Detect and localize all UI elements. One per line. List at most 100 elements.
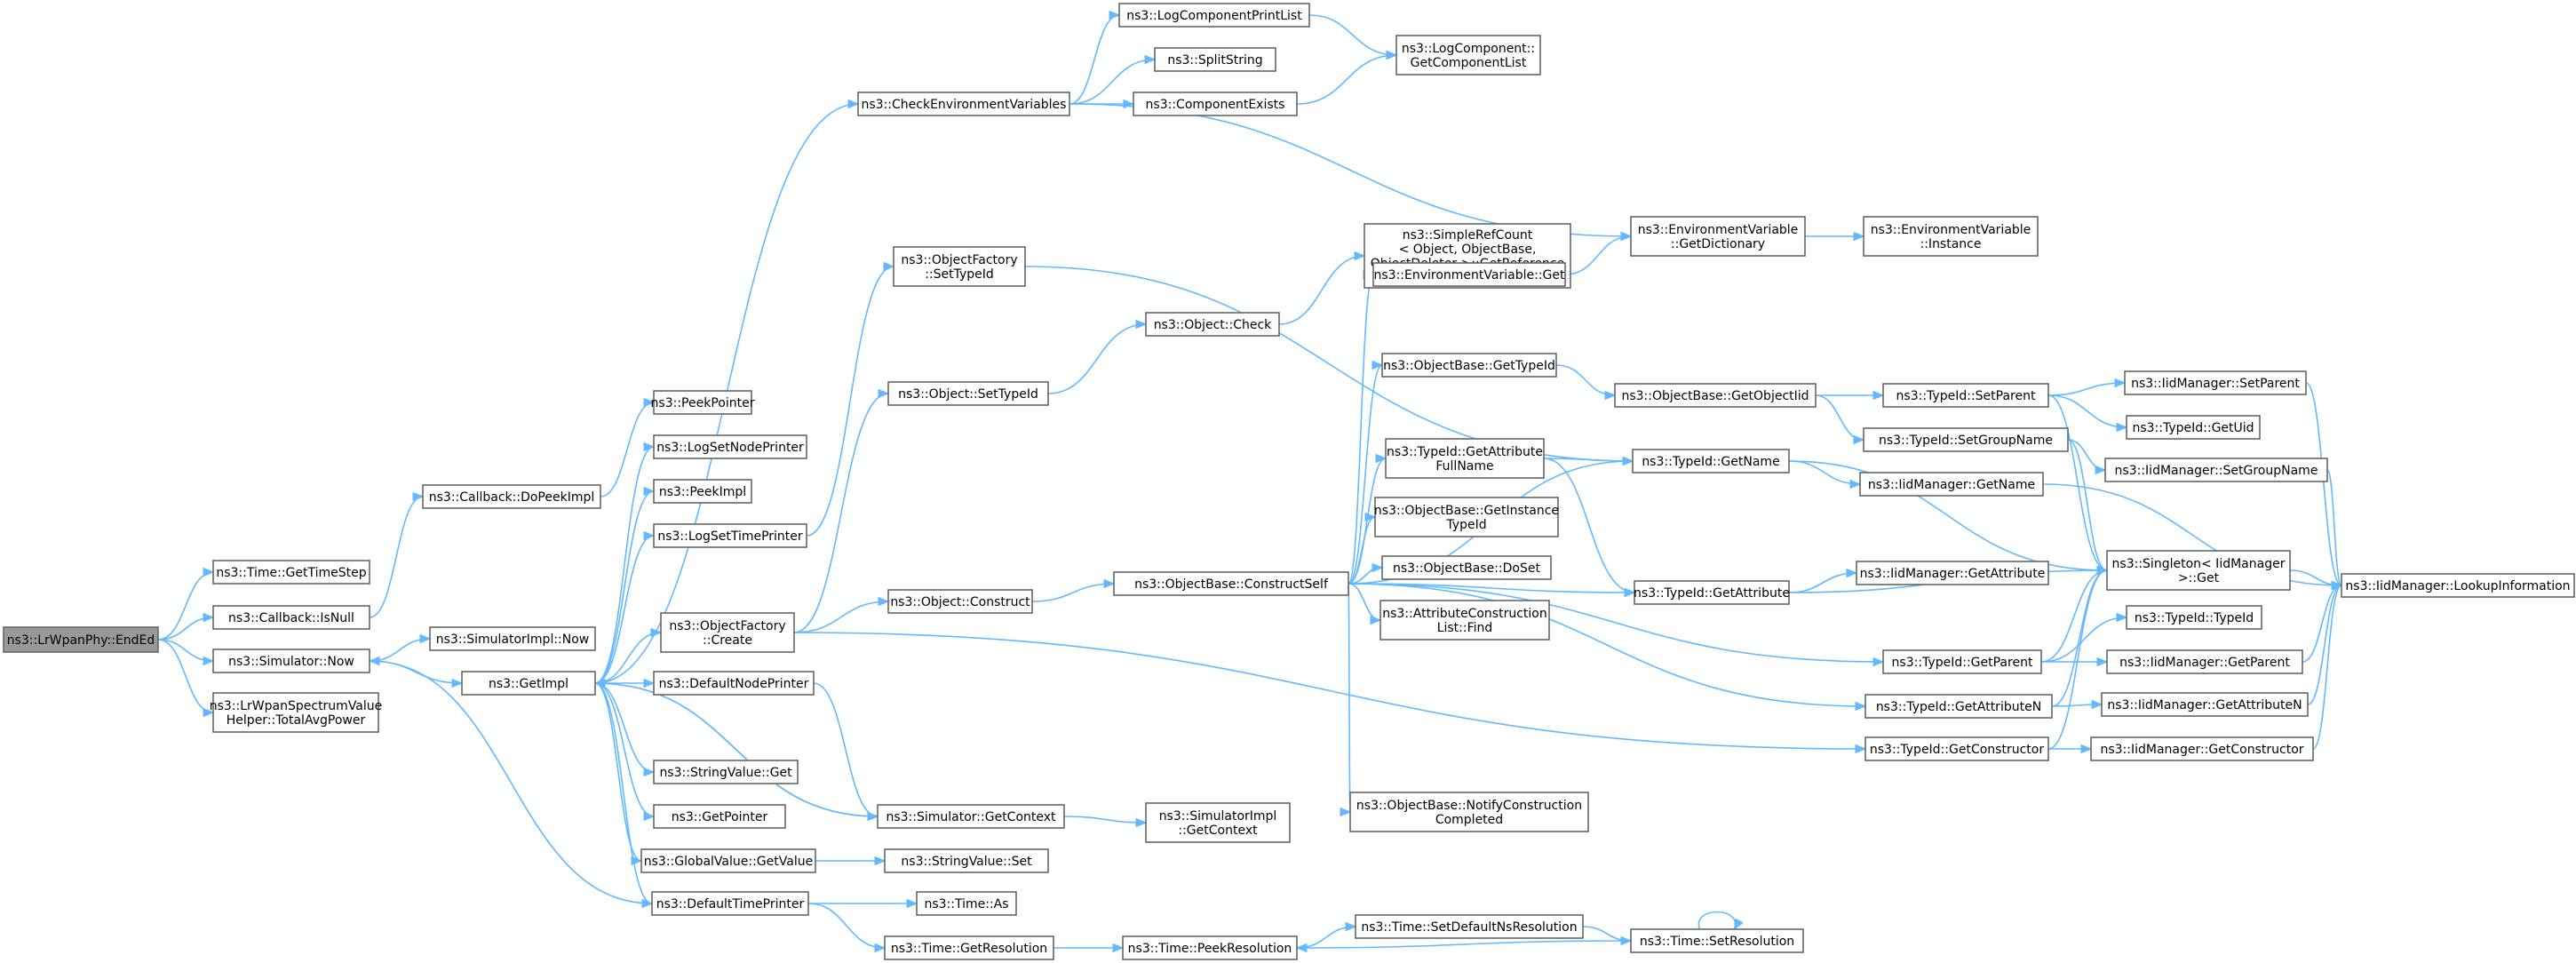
node-objectbase_doset[interactable]: ns3::ObjectBase::DoSet bbox=[1381, 555, 1552, 580]
node-time_getresolution[interactable]: ns3::Time::GetResolution bbox=[884, 935, 1054, 960]
node-root[interactable]: ns3::LrWpanPhy::EndEd bbox=[3, 626, 159, 653]
node-box bbox=[887, 589, 1033, 614]
node-logcomponent_getcomponentlist[interactable]: ns3::LogComponent::GetComponentList bbox=[1395, 35, 1541, 76]
node-label: ns3::TypeId::GetParent bbox=[1892, 656, 2033, 670]
edge-time_setresolution-to-time_setresolution bbox=[1697, 911, 1744, 931]
node-totalavgpower[interactable]: ns3::LrWpanSpectrumValueHelper::TotalAvg… bbox=[210, 692, 383, 733]
node-objectbase_constructself[interactable]: ns3::ObjectBase::ConstructSelf bbox=[1113, 571, 1349, 596]
node-logsetnodeprinter[interactable]: ns3::LogSetNodePrinter bbox=[653, 434, 807, 459]
node-label: ns3::Time::GetTimeStep bbox=[216, 566, 366, 580]
node-iidmanager_setgroupname[interactable]: ns3::IidManager::SetGroupName bbox=[2104, 458, 2328, 482]
edge-object_construct-to-objectbase_constructself bbox=[1031, 578, 1116, 602]
node-defaultnodeprinter[interactable]: ns3::DefaultNodePrinter bbox=[653, 671, 815, 696]
node-splitstring[interactable]: ns3::SplitString bbox=[1154, 47, 1276, 72]
node-label: ns3::SimulatorImpl::Now bbox=[436, 633, 590, 647]
node-logsettimeprinter[interactable]: ns3::LogSetTimePrinter bbox=[653, 523, 807, 548]
node-typeid_getparent[interactable]: ns3::TypeId::GetParent bbox=[1882, 649, 2042, 674]
edge-globalvalue_getvalue-to-stringvalue_set bbox=[815, 856, 886, 866]
node-defaulttimeprinter[interactable]: ns3::DefaultTimePrinter bbox=[651, 891, 809, 916]
node-singleton_get[interactable]: ns3::Singleton< IidManager>::Get bbox=[2106, 550, 2291, 591]
node-iidmanager_setparent[interactable]: ns3::IidManager::SetParent bbox=[2124, 370, 2307, 395]
node-stringvalue_set[interactable]: ns3::StringValue::Set bbox=[884, 848, 1049, 873]
node-label: ns3::Time::As bbox=[924, 897, 1008, 911]
node-label: ns3::TypeId::GetAttributeN bbox=[1876, 700, 2041, 714]
edge-objectbase_constructself-to-objectbase_gettypeid bbox=[1348, 360, 1384, 585]
node-label: GetComponentList bbox=[1411, 56, 1527, 70]
node-getpointer[interactable]: ns3::GetPointer bbox=[653, 804, 786, 829]
node-box bbox=[1614, 383, 1817, 408]
node-logcomponentprintlist[interactable]: ns3::LogComponentPrintList bbox=[1118, 3, 1310, 28]
node-box bbox=[212, 605, 370, 630]
node-box bbox=[887, 381, 1049, 406]
node-simulator_getcontext[interactable]: ns3::Simulator::GetContext bbox=[877, 804, 1065, 829]
node-box bbox=[1632, 449, 1790, 474]
edge-typeid_getattributefullname-to-typeid_getname bbox=[1543, 456, 1634, 466]
edge-envvar_getdictionary-to-envvar_instance bbox=[1805, 231, 1865, 242]
edge-root-to-callback_isnull bbox=[157, 612, 215, 641]
node-globalvalue_getvalue[interactable]: ns3::GlobalValue::GetValue bbox=[640, 848, 816, 873]
node-componentexists[interactable]: ns3::ComponentExists bbox=[1133, 92, 1298, 116]
node-box bbox=[1634, 580, 1790, 605]
node-object_check[interactable]: ns3::Object::Check bbox=[1145, 312, 1280, 337]
edge-typeid_getconstructor-to-iidmanager_getconstructor bbox=[2048, 744, 2093, 754]
node-stringvalue_get[interactable]: ns3::StringValue::Get bbox=[653, 760, 799, 784]
edge-root-to-time_gettimestep bbox=[157, 567, 215, 641]
edge-envvar_get-to-envvar_getdictionary bbox=[1564, 231, 1633, 275]
node-getimpl[interactable]: ns3::GetImpl bbox=[461, 671, 596, 696]
node-envvar_instance[interactable]: ns3::EnvironmentVariable::Instance bbox=[1863, 216, 2039, 257]
node-envvar_getdictionary[interactable]: ns3::EnvironmentVariable::GetDictionary bbox=[1630, 216, 1806, 257]
node-iidmanager_getname[interactable]: ns3::IidManager::GetName bbox=[1859, 472, 2044, 497]
node-box bbox=[1381, 555, 1552, 580]
node-label: ns3::Time::SetResolution bbox=[1640, 935, 1794, 949]
node-iidmanager_getconstructor[interactable]: ns3::IidManager::GetConstructor bbox=[2090, 736, 2314, 761]
node-time_setdefaultnsresolution[interactable]: ns3::Time::SetDefaultNsResolution bbox=[1355, 914, 1584, 939]
node-label: ns3::IidManager::LookupInformation bbox=[2345, 579, 2570, 593]
node-typeid_setgroupname[interactable]: ns3::TypeId::SetGroupName bbox=[1863, 427, 2069, 452]
node-label: ns3::TypeId::GetAttribute bbox=[1387, 445, 1543, 459]
node-callback_dopeekimpl[interactable]: ns3::Callback::DoPeekImpl bbox=[422, 484, 601, 509]
node-label: ns3::IidManager::GetParent bbox=[2119, 656, 2290, 670]
node-typeid_typeid[interactable]: ns3::TypeId::TypeId bbox=[2126, 605, 2262, 630]
node-typeid_getattributen[interactable]: ns3::TypeId::GetAttributeN bbox=[1864, 694, 2053, 719]
node-time_gettimestep[interactable]: ns3::Time::GetTimeStep bbox=[212, 560, 370, 585]
node-objectbase_gettypeid[interactable]: ns3::ObjectBase::GetTypeId bbox=[1381, 353, 1557, 378]
node-label: ns3::TypeId::SetGroupName bbox=[1879, 434, 2053, 448]
node-object_construct[interactable]: ns3::Object::Construct bbox=[887, 589, 1033, 614]
node-box bbox=[1349, 792, 1589, 832]
node-typeid_getconstructor[interactable]: ns3::TypeId::GetConstructor bbox=[1864, 736, 2049, 761]
node-envvar_get[interactable]: ns3::EnvironmentVariable::Get bbox=[1372, 262, 1566, 287]
node-iidmanager_lookupinformation[interactable]: ns3::IidManager::LookupInformation bbox=[2341, 573, 2575, 598]
node-peekimpl[interactable]: ns3::PeekImpl bbox=[653, 479, 752, 504]
node-typeid_getattribute[interactable]: ns3::TypeId::GetAttribute bbox=[1634, 580, 1790, 605]
node-time_as[interactable]: ns3::Time::As bbox=[916, 891, 1017, 916]
node-object_settypeid[interactable]: ns3::Object::SetTypeId bbox=[887, 381, 1049, 406]
node-typeid_getname[interactable]: ns3::TypeId::GetName bbox=[1632, 449, 1790, 474]
node-box bbox=[2126, 415, 2261, 440]
node-time_setresolution[interactable]: ns3::Time::SetResolution bbox=[1630, 928, 1804, 953]
node-iidmanager_getparent[interactable]: ns3::IidManager::GetParent bbox=[2106, 649, 2303, 674]
node-objectfactory_create[interactable]: ns3::ObjectFactory::Create bbox=[660, 612, 795, 653]
node-label: ns3::Time::SetDefaultNsResolution bbox=[1361, 920, 1577, 935]
node-iidmanager_getattribute[interactable]: ns3::IidManager::GetAttribute bbox=[1856, 561, 2049, 585]
node-time_peekresolution[interactable]: ns3::Time::PeekResolution bbox=[1122, 935, 1298, 960]
node-objectfactory_settypeid[interactable]: ns3::ObjectFactory::SetTypeId bbox=[893, 246, 1026, 287]
node-peekpointer[interactable]: ns3::PeekPointer bbox=[651, 390, 755, 415]
node-box bbox=[461, 671, 596, 696]
node-objectbase_notifyconstructioncompleted[interactable]: ns3::ObjectBase::NotifyConstructionCompl… bbox=[1349, 792, 1589, 832]
node-checkenv[interactable]: ns3::CheckEnvironmentVariables bbox=[857, 92, 1070, 116]
edge-defaulttimeprinter-to-simulator_now bbox=[368, 656, 653, 904]
node-label: ns3::IidManager::SetParent bbox=[2131, 377, 2300, 391]
node-iidmanager_getattributen[interactable]: ns3::IidManager::GetAttributeN bbox=[2101, 692, 2309, 717]
edge-objectbase_gettypeid-to-objectbase_getobjectiid bbox=[1555, 364, 1617, 401]
node-simulatorimpl_now[interactable]: ns3::SimulatorImpl::Now bbox=[429, 626, 596, 651]
node-box bbox=[2106, 649, 2303, 674]
node-simulator_now[interactable]: ns3::Simulator::Now bbox=[212, 649, 370, 673]
node-typeid_setparent[interactable]: ns3::TypeId::SetParent bbox=[1882, 383, 2049, 408]
node-typeid_getuid[interactable]: ns3::TypeId::GetUid bbox=[2126, 415, 2261, 440]
node-objectbase_getobjectiid[interactable]: ns3::ObjectBase::GetObjectIid bbox=[1614, 383, 1817, 408]
node-simulatorimpl_getcontext[interactable]: ns3::SimulatorImpl::GetContext bbox=[1145, 802, 1291, 843]
node-callback_isnull[interactable]: ns3::Callback::IsNull bbox=[212, 605, 370, 630]
